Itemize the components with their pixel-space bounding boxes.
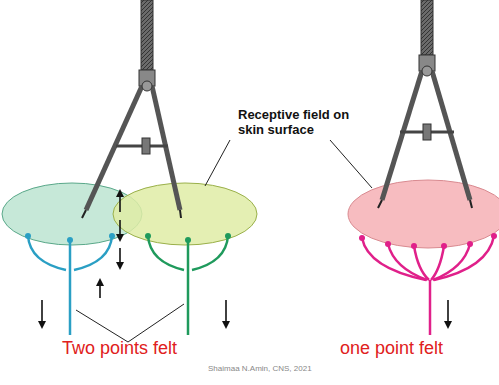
leader-line	[205, 140, 230, 186]
receptive-field-label: Receptive field on skin surface	[238, 108, 358, 138]
outcome-label: Two points felt	[62, 338, 177, 359]
compass	[82, 0, 181, 218]
direction-arrow	[42, 193, 448, 325]
sensory-neuron	[28, 236, 112, 335]
receptive-field	[113, 183, 257, 245]
sensory-neuron	[362, 236, 494, 335]
outcome-label: one point felt	[340, 338, 443, 359]
receptive-field	[348, 180, 499, 248]
watermark: Shaimaa N.Amin, CNS, 2021	[208, 364, 312, 373]
leader-line	[76, 304, 184, 342]
compass	[378, 0, 472, 208]
leader-line	[330, 140, 372, 188]
